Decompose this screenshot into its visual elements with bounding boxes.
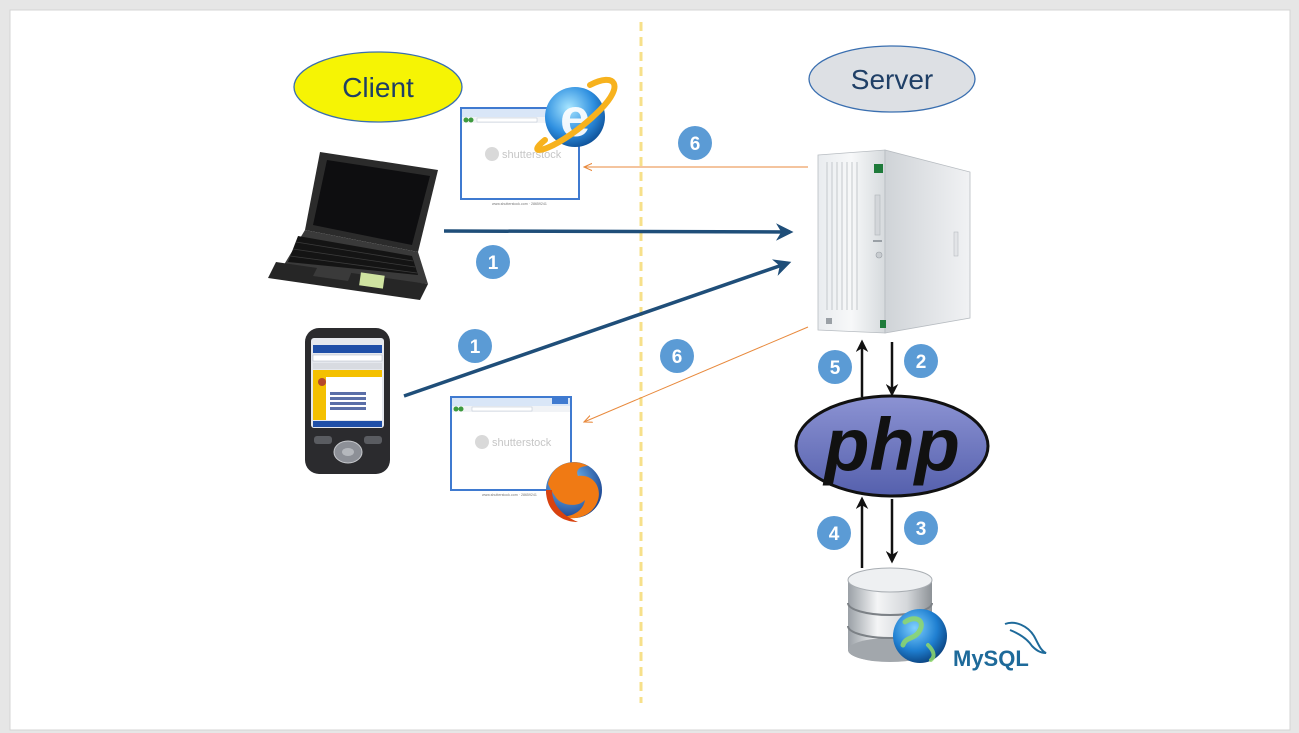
step-badge: 4 <box>817 516 851 550</box>
step-badge: 1 <box>476 245 510 279</box>
step-badge-label: 1 <box>470 337 481 358</box>
step-badge-label: 5 <box>830 358 841 379</box>
arrow-phone-to-server <box>403 259 792 398</box>
step-badge-label: 4 <box>829 524 840 545</box>
globe-icon <box>893 609 947 663</box>
server-tower-icon <box>817 149 971 334</box>
browser-watermark-footer-firefox: www.shutterstock.com · 28659241 <box>482 493 537 497</box>
step-badge: 6 <box>678 126 712 160</box>
mysql-logo-text: MySQL <box>953 646 1029 671</box>
laptop-icon <box>268 152 438 300</box>
server-label-text: Server <box>851 64 933 95</box>
step-badge-label: 1 <box>488 253 499 274</box>
smartphone-icon <box>305 328 390 474</box>
step-badge: 6 <box>660 339 694 373</box>
internet-explorer-icon: e <box>534 77 618 153</box>
watermark-icon <box>485 147 499 161</box>
dolphin-icon <box>1004 621 1047 654</box>
firefox-icon <box>546 462 602 522</box>
client-label: Client <box>293 51 463 123</box>
client-label-text: Client <box>342 72 414 103</box>
step-badge: 1 <box>458 329 492 363</box>
step-badge: 3 <box>904 511 938 545</box>
server-label: Server <box>808 45 976 113</box>
php-logo: php <box>794 394 990 498</box>
arrow-server-to-firefox <box>584 326 809 422</box>
step-badge: 5 <box>818 350 852 384</box>
php-logo-text: php <box>822 403 960 486</box>
watermark-icon <box>475 435 489 449</box>
step-badge-label: 6 <box>690 134 701 155</box>
slide-canvas <box>9 9 1291 731</box>
step-badge-label: 6 <box>672 347 683 368</box>
browser-watermark-footer-ie: www.shutterstock.com · 28659241 <box>492 202 547 206</box>
mysql-logo: MySQL <box>953 621 1047 671</box>
step-badge-label: 3 <box>916 519 927 540</box>
browser-watermark-ie: shutterstock <box>502 149 562 161</box>
browser-watermark-firefox: shutterstock <box>492 437 552 449</box>
step-badge: 2 <box>904 344 938 378</box>
arrow-laptop-to-server <box>443 223 794 241</box>
step-badge-label: 2 <box>916 352 927 373</box>
